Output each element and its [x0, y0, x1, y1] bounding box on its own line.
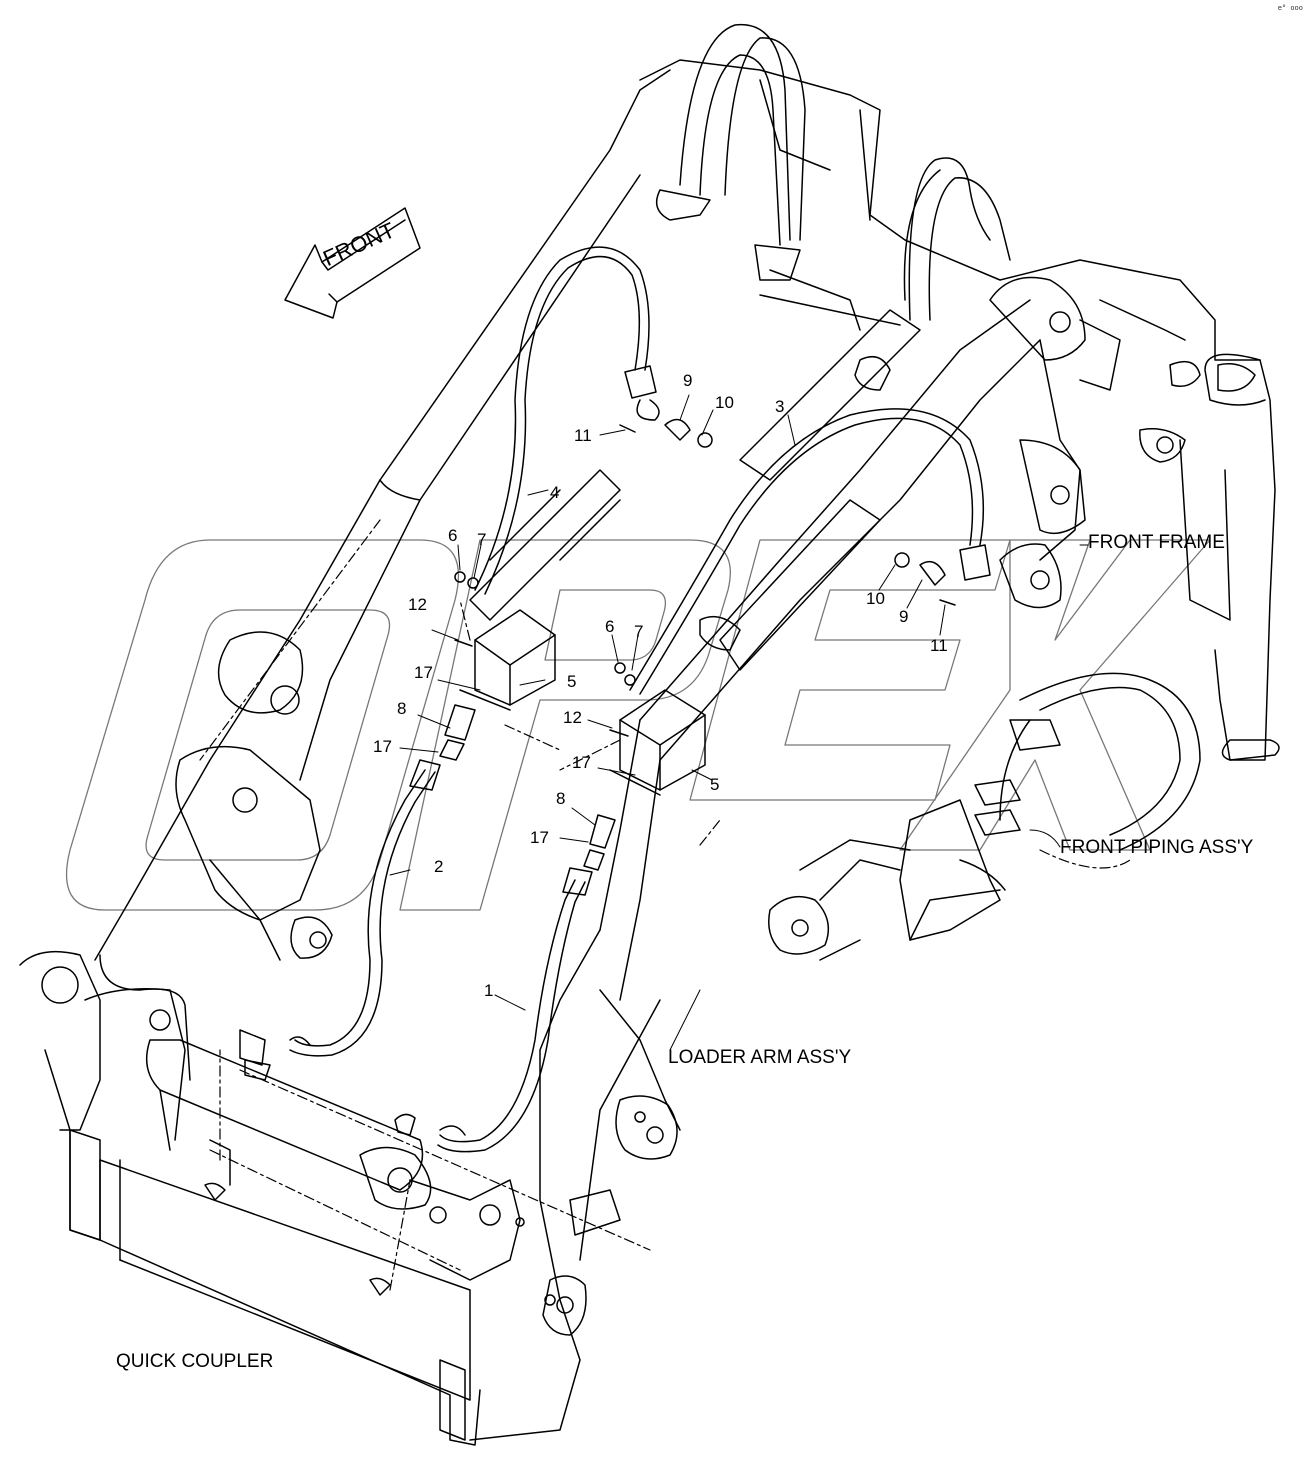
- callout-7a: 7: [477, 530, 487, 549]
- corner-mark: e° ooo: [1277, 4, 1303, 12]
- callout-6a: 6: [448, 526, 458, 545]
- callout-12a: 12: [408, 595, 427, 614]
- callout-10a: 10: [715, 393, 734, 412]
- loader-arm-label: LOADER ARM ASS'Y: [668, 1047, 852, 1068]
- callout-5a: 5: [567, 672, 577, 691]
- callout-11a: 11: [574, 426, 592, 445]
- hose-1: [437, 867, 593, 1153]
- front-frame-label: FRONT FRAME: [1088, 532, 1225, 553]
- callout-7b: 7: [634, 622, 644, 641]
- watermark-outline: [65, 539, 1211, 911]
- callout-12b: 12: [563, 708, 582, 727]
- hoses-top: [655, 23, 1011, 331]
- fittings: [439, 418, 956, 871]
- callout-17d: 17: [530, 828, 549, 847]
- callout-leaders: [389, 394, 1089, 1051]
- front-frame-body: [639, 59, 1280, 761]
- hose-3: [629, 408, 991, 695]
- callout-2: 2: [434, 857, 444, 876]
- dashed-leaders: [199, 519, 1131, 1291]
- hose-2: [289, 759, 441, 1057]
- front-piping-label: FRONT PIPING ASS'Y: [1060, 837, 1254, 858]
- lift-cylinders: [469, 294, 921, 671]
- callout-6b: 6: [605, 617, 615, 636]
- callout-17c: 17: [373, 737, 392, 756]
- callout-3: 3: [775, 397, 785, 416]
- loader-arm-left: [19, 69, 671, 1241]
- callout-5b: 5: [710, 775, 720, 794]
- callout-17a: 17: [414, 663, 433, 682]
- callout-8a: 8: [397, 699, 407, 718]
- callout-8b: 8: [556, 789, 566, 808]
- quick-coupler-label: QUICK COUPLER: [116, 1351, 274, 1372]
- loader-arm-lower: [469, 839, 911, 1441]
- callout-10b: 10: [866, 589, 885, 608]
- callout-4: 4: [550, 483, 560, 502]
- callout-11b: 11: [930, 636, 948, 655]
- callout-17b: 17: [572, 753, 591, 772]
- callout-9a: 9: [683, 371, 693, 390]
- hose-4: [474, 246, 660, 595]
- quick-coupler: [69, 1029, 525, 1446]
- front-arrow: [284, 207, 421, 319]
- callout-1: 1: [484, 981, 494, 1000]
- loader-arm-right: [599, 276, 1086, 1160]
- valve-blocks: [459, 609, 706, 796]
- callout-9b: 9: [899, 607, 909, 626]
- front-piping: [899, 672, 1201, 941]
